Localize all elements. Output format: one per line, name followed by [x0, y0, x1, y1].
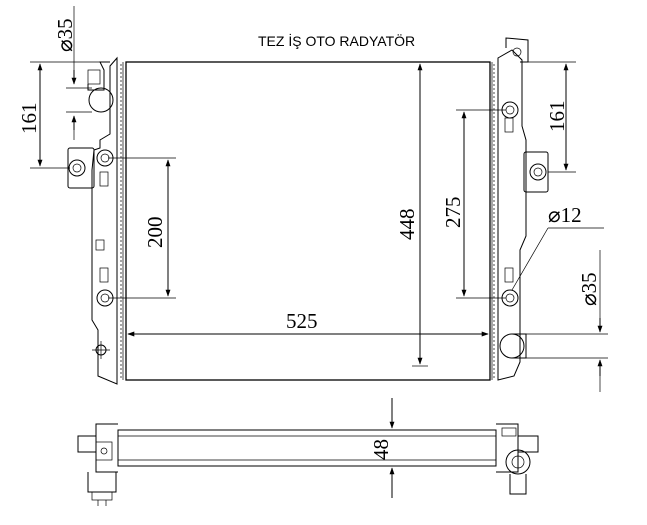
dim-pin-diameter: ⌀12 [548, 203, 582, 227]
dim-left-mount-spacing: 200 [143, 217, 167, 249]
left-tank [91, 56, 118, 385]
outlet-pipe [512, 333, 527, 359]
dim-core-thickness: 48 [369, 439, 393, 460]
right-tank [497, 49, 527, 381]
inlet-opening [88, 87, 114, 113]
thickness-dimension: 48 [369, 398, 400, 498]
dim-right-mount-spacing: 275 [441, 197, 465, 229]
dim-core-height: 448 [395, 209, 419, 241]
top-view-right-tank [496, 423, 539, 473]
filler-neck [505, 37, 529, 63]
dim-right-offset: 161 [545, 101, 569, 133]
top-view [77, 423, 539, 506]
top-view-outlet [505, 449, 531, 475]
drawing-title: TEZ İŞ OTO RADYATÖR [258, 32, 415, 49]
dimension-lines: ⌀35 161 200 448 275 161 ⌀12 [17, 6, 608, 392]
dim-outlet-diameter: ⌀35 [577, 272, 601, 306]
right-bracket [523, 151, 549, 193]
inlet-pipe [87, 61, 110, 91]
dim-core-width: 525 [286, 309, 318, 333]
radiator-core [125, 61, 491, 381]
front-view [67, 37, 549, 385]
dim-left-offset: 161 [17, 103, 41, 135]
top-view-core [117, 429, 497, 467]
dim-inlet-diameter: ⌀35 [53, 18, 77, 52]
